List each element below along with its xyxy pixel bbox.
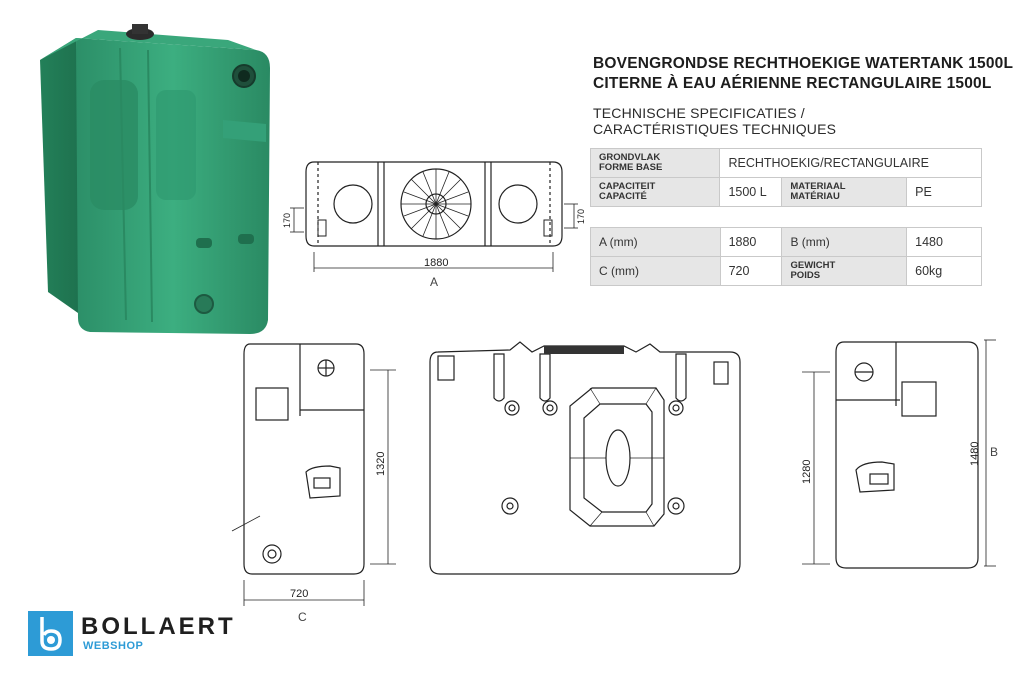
dim-back-height: 1480	[969, 442, 981, 466]
brand-b-icon	[28, 611, 73, 656]
tank-product-image	[40, 24, 270, 334]
dim-letter-b: B	[990, 445, 998, 459]
spec-capacity-value: 1500 L	[719, 177, 783, 207]
dim-side-height: 1320	[375, 452, 387, 476]
page-title-fr: CITERNE À EAU AÉRIENNE RECTANGULAIRE 150…	[593, 75, 992, 92]
side-view-drawing: 1320 720 C	[231, 343, 396, 624]
spec-row-ab: A (mm) 1880 B (mm) 1480	[590, 227, 982, 257]
spec-b-label: B (mm)	[781, 227, 908, 257]
dim-letter-c: C	[298, 610, 307, 624]
spec-table-dimensions: A (mm) 1880 B (mm) 1480 C (mm) 720 GEWIC…	[590, 227, 982, 286]
brand-logo[interactable]: BOLLAERT WEBSHOP	[28, 611, 238, 657]
spec-weight-value: 60kg	[906, 256, 982, 286]
brand-sub: WEBSHOP	[83, 640, 144, 652]
spec-c-label: C (mm)	[590, 256, 721, 286]
dim-top-offset-right: 170	[576, 209, 586, 224]
top-view-drawing: 1880 170 170 A	[282, 161, 586, 289]
dim-top-offset-left: 170	[282, 213, 292, 228]
brand-name: BOLLAERT	[81, 613, 236, 640]
back-view-drawing: 1280 1480 B	[801, 339, 998, 569]
dim-side-width: 720	[290, 588, 308, 600]
section-subtitle-fr: CARACTÉRISTIQUES TECHNIQUES	[593, 121, 837, 137]
dim-back-height-inner: 1280	[801, 460, 813, 484]
dim-letter-a: A	[430, 275, 438, 289]
section-subtitle-nl: TECHNISCHE SPECIFICATIES /	[593, 105, 805, 121]
page-title-nl: BOVENGRONDSE RECHTHOEKIGE WATERTANK 1500…	[593, 55, 1014, 72]
front-view-drawing	[429, 341, 741, 575]
spec-a-label: A (mm)	[590, 227, 721, 257]
spec-c-value: 720	[719, 256, 783, 286]
spec-a-value: 1880	[719, 227, 783, 257]
spec-b-value: 1480	[906, 227, 982, 257]
dim-top-length: 1880	[424, 257, 448, 269]
spec-base-value: RECHTHOEKIG/RECTANGULAIRE	[719, 148, 982, 178]
spec-material-value: PE	[906, 177, 982, 207]
